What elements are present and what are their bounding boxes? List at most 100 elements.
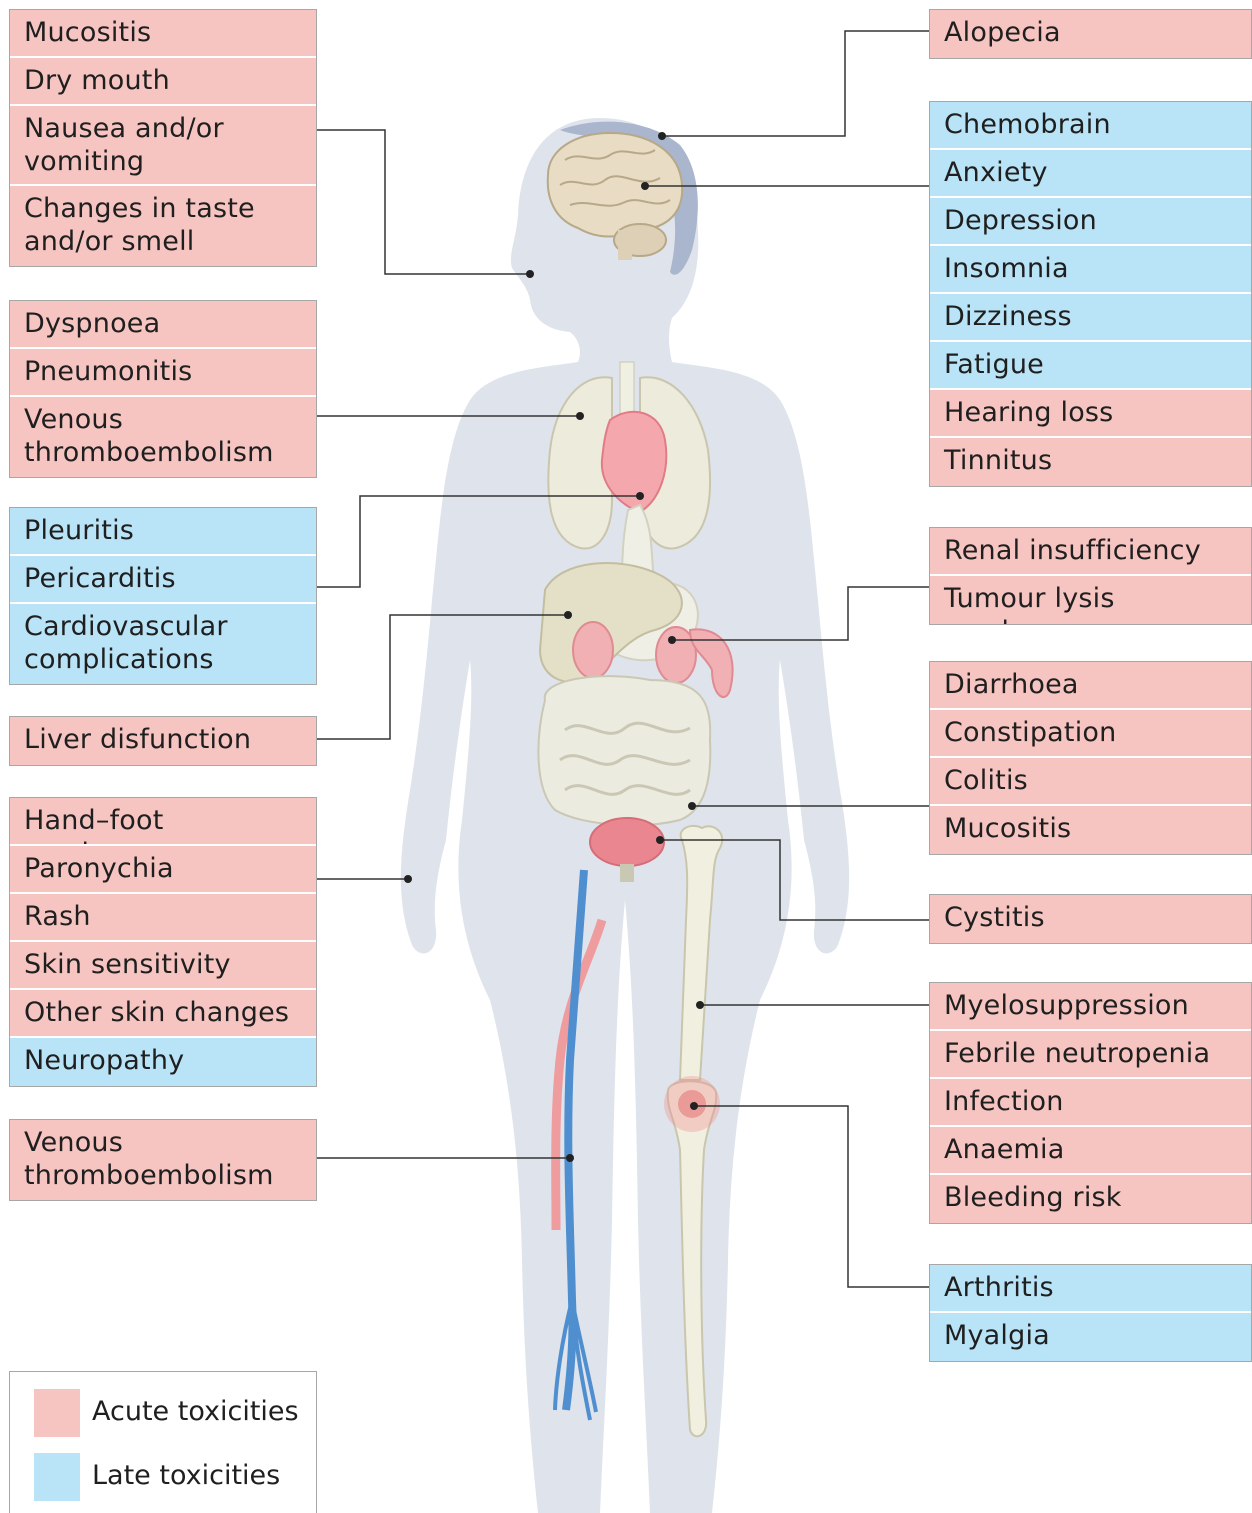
toxicity-label-line: Insomnia [944,252,1237,285]
toxicity-label-line: Colitis [944,764,1237,797]
toxicity-label-line: Liver disfunction [24,723,302,756]
toxicity-label: Insomnia [930,246,1251,294]
legend-acute-label: Acute toxicities [92,1395,299,1429]
toxicity-label: Rash [10,894,316,942]
toxicity-label-line: Pneumonitis [24,355,302,388]
toxicity-label-line: Rash [24,900,302,933]
toxicity-label: Pneumonitis [10,349,316,397]
toxicity-label-line: Hand–foot syndrome [24,804,302,846]
toxicity-label: Dry mouth [10,58,316,106]
toxicity-label-line: Tinnitus [944,444,1237,477]
toxicity-label-line: Fatigue [944,348,1237,381]
toxicity-label: Anaemia [930,1127,1251,1175]
toxicity-label-line: Anaemia [944,1133,1237,1166]
toxicity-label: Mucositis [930,806,1251,854]
toxicity-label-line: Paronychia [24,852,302,885]
skin-toxicities-box: Hand–foot syndromeParonychiaRashSkin sen… [9,797,317,1087]
toxicity-label: Pericarditis [10,556,316,604]
toxicity-label-line: Other skin changes [24,996,302,1029]
legend: Acute toxicities Late toxicities [9,1371,317,1513]
toxicity-label: Paronychia [10,846,316,894]
toxicity-label: Bleeding risk [930,1175,1251,1223]
toxicity-label-line: Skin sensitivity [24,948,302,981]
toxicity-label-line: Dry mouth [24,64,302,97]
toxicity-label-line: thromboembolism [24,1159,302,1192]
toxicity-label: Dizziness [930,294,1251,342]
toxicity-label: Dyspnoea [10,301,316,349]
toxicity-label: Myalgia [930,1313,1251,1361]
toxicity-label-line: Constipation [944,716,1237,749]
toxicity-label-line: vomiting [24,145,302,178]
toxicity-label: Constipation [930,710,1251,758]
vein-toxicities-box: Venousthromboembolism [9,1119,317,1201]
toxicity-label-line: Myelosuppression [944,989,1237,1022]
toxicity-label: Hearing loss [930,390,1251,438]
toxicity-label-line: complications [24,643,302,676]
toxicity-label: Colitis [930,758,1251,806]
toxicity-label-line: Bleeding risk [944,1181,1237,1214]
toxicity-label: Skin sensitivity [10,942,316,990]
toxicity-label-line: Venous [24,403,302,436]
toxicity-label-line: thromboembolism [24,436,302,469]
toxicity-label-line: Febrile neutropenia [944,1037,1237,1070]
toxicity-label-line: Tumour lysis syndrome [944,582,1237,624]
toxicity-label: Tumour lysis syndrome [930,576,1251,624]
toxicity-label: Mucositis [10,10,316,58]
toxicity-label-line: Hearing loss [944,396,1237,429]
toxicity-label-line: Depression [944,204,1237,237]
toxicity-label: Other skin changes [10,990,316,1038]
toxicity-label-line: Diarrhoea [944,668,1237,701]
kidney-left [573,622,613,678]
liver-toxicities-box: Liver disfunction [9,716,317,766]
toxicity-label-line: Renal insufficiency [944,534,1237,567]
toxicity-label: Infection [930,1079,1251,1127]
toxicity-label-line: Chemobrain [944,108,1237,141]
toxicity-label-line: Myalgia [944,1319,1237,1352]
toxicity-label-line: Venous [24,1126,302,1159]
legend-late-swatch [34,1453,80,1501]
toxicity-label: Cystitis [930,895,1251,943]
toxicity-label: Tinnitus [930,438,1251,486]
oral-toxicities-box: MucositisDry mouthNausea and/orvomitingC… [9,9,317,267]
toxicity-label-line: Mucositis [944,812,1237,845]
toxicity-label: Anxiety [930,150,1251,198]
toxicity-label-line: Dizziness [944,300,1237,333]
toxicity-label: Fatigue [930,342,1251,390]
hair-toxicities-box: Alopecia [929,9,1252,59]
toxicity-label-line: Changes in taste [24,192,302,225]
toxicity-label: Renal insufficiency [930,528,1251,576]
toxicity-label: Myelosuppression [930,983,1251,1031]
toxicity-label-line: Cardiovascular [24,610,302,643]
toxicity-label-line: and/or smell [24,225,302,258]
toxicity-label-line: Neuropathy [24,1044,302,1077]
toxicity-label-line: Pericarditis [24,562,302,595]
toxicity-label: Pleuritis [10,508,316,556]
toxicity-label: Hand–foot syndrome [10,798,316,846]
legend-late-label: Late toxicities [92,1459,280,1493]
toxicity-label: Arthritis [930,1265,1251,1313]
toxicity-label-line: Mucositis [24,16,302,49]
toxicity-label-line: Arthritis [944,1271,1237,1304]
toxicity-label: Depression [930,198,1251,246]
intestines [538,676,710,825]
toxicity-label-line: Cystitis [944,901,1237,934]
toxicity-label-line: Infection [944,1085,1237,1118]
toxicity-label: Diarrhoea [930,662,1251,710]
toxicity-label-line: Anxiety [944,156,1237,189]
toxicity-label: Liver disfunction [10,717,316,765]
toxicity-label: Neuropathy [10,1038,316,1086]
toxicity-label-line: Pleuritis [24,514,302,547]
toxicity-label: Alopecia [930,10,1251,58]
toxicity-label-line: Dyspnoea [24,307,302,340]
